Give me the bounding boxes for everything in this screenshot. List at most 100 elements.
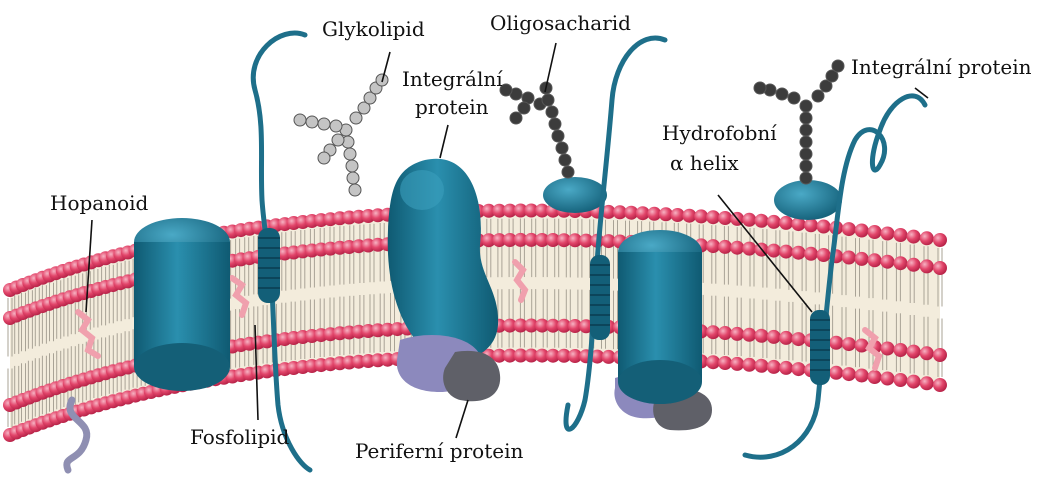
phospholipid-head [842, 222, 856, 236]
phospholipid-head [817, 220, 831, 234]
phospholipid-head [855, 339, 869, 353]
phospholipid-head [792, 362, 806, 376]
phospholipid-head [767, 244, 781, 258]
sugar-bead [318, 118, 330, 130]
label-hopanoid: Hopanoid [50, 191, 149, 215]
phospholipid-head [894, 256, 908, 270]
phospholipid-head [868, 370, 882, 384]
phospholipid-head [881, 227, 895, 241]
sugar-bead [549, 118, 561, 130]
sugar-bead [556, 142, 568, 154]
oligosaccharide-chain-icon [500, 82, 574, 178]
sugar-bead [294, 114, 306, 126]
phospholipid-head [804, 218, 818, 232]
phospholipid-head [907, 258, 921, 272]
label-glykolipid: Glykolipid [322, 17, 425, 41]
phospholipid-head [881, 255, 895, 269]
phospholipid-head [933, 348, 947, 362]
phospholipid-head [804, 247, 818, 261]
sugar-bead [350, 112, 362, 124]
sugar-bead [800, 100, 812, 112]
sugar-bead [332, 134, 344, 146]
sugar-bead [552, 130, 564, 142]
sugar-bead [330, 120, 342, 132]
phospholipid-head [920, 259, 934, 273]
phospholipid-head [868, 225, 882, 239]
integral-protein-right [618, 230, 702, 404]
sugar-bead [347, 172, 359, 184]
phospholipid-head [718, 326, 732, 340]
glycoprotein-cap-right [774, 180, 842, 220]
phospholipid-head [755, 329, 769, 343]
sugar-bead [344, 148, 356, 160]
phospholipid-head [855, 252, 869, 266]
phospholipid-head [907, 345, 921, 359]
phospholipid-head [829, 366, 843, 380]
phospholipid-head [933, 378, 947, 392]
phospholipid-head [842, 367, 856, 381]
sugar-bead [812, 90, 824, 102]
sugar-bead [800, 136, 812, 148]
label-integralni-protein-right: Integrální protein [851, 55, 1032, 79]
phospholipid-head [920, 346, 934, 360]
phospholipid-head [792, 246, 806, 260]
sugar-bead [776, 88, 788, 100]
phospholipid-head [718, 211, 732, 225]
phospholipid-head [742, 213, 756, 227]
sugar-bead [800, 112, 812, 124]
phospholipid-head [706, 210, 720, 224]
phospholipid-head [767, 360, 781, 374]
sugar-bead [788, 92, 800, 104]
glycolipid-sugar-chain-icon [294, 74, 388, 196]
phospholipid-head [855, 224, 869, 238]
sugar-bead [546, 106, 558, 118]
phospholipid-head [842, 251, 856, 265]
phospholipid-head [933, 261, 947, 275]
phospholipid-head [730, 241, 744, 255]
phospholipid-head [767, 215, 781, 229]
sugar-bead [559, 154, 571, 166]
phospholipid-head [706, 239, 720, 253]
phospholipid-head [829, 336, 843, 350]
label-hydrofobni-2: α helix [670, 151, 739, 175]
phospholipid-head [742, 358, 756, 372]
phospholipid-head [920, 231, 934, 245]
label-hydrofobni-1: Hydrofobní [662, 121, 777, 145]
phospholipid-head [779, 331, 793, 345]
phospholipid-head [755, 359, 769, 373]
phospholipid-head [779, 245, 793, 259]
phospholipid-head [907, 375, 921, 389]
phospholipid-head [868, 253, 882, 267]
phospholipid-head [718, 240, 732, 254]
sugar-bead [562, 166, 574, 178]
phospholipid-head [894, 343, 908, 357]
phospholipid-head [767, 330, 781, 344]
phospholipid-head [792, 332, 806, 346]
phospholipid-head [742, 242, 756, 256]
phospholipid-head [755, 214, 769, 228]
sugar-bead [346, 160, 358, 172]
integral-protein-left [134, 218, 230, 391]
label-integralni-protein-center-2: protein [415, 95, 489, 119]
label-fosfolipid: Fosfolipid [190, 425, 290, 449]
phospholipid-head [894, 373, 908, 387]
label-integralni-protein-center-1: Integrální [402, 67, 503, 91]
sugar-bead [306, 116, 318, 128]
sugar-bead [832, 60, 844, 72]
sugar-bead [800, 172, 812, 184]
sugar-bead [518, 102, 530, 114]
phospholipid-head [881, 372, 895, 386]
phospholipid-head [881, 342, 895, 356]
phospholipid-head [817, 248, 831, 262]
glycoprotein-cap-center [543, 177, 607, 213]
phospholipid-head [855, 369, 869, 383]
phospholipid-head [894, 228, 908, 242]
phospholipid-head [907, 230, 921, 244]
phospholipid-head [742, 328, 756, 342]
phospholipid-head [694, 209, 708, 223]
sugar-bead [800, 124, 812, 136]
sugar-bead [542, 94, 554, 106]
sugar-bead [754, 82, 766, 94]
label-oligosacharid: Oligosacharid [490, 11, 631, 35]
